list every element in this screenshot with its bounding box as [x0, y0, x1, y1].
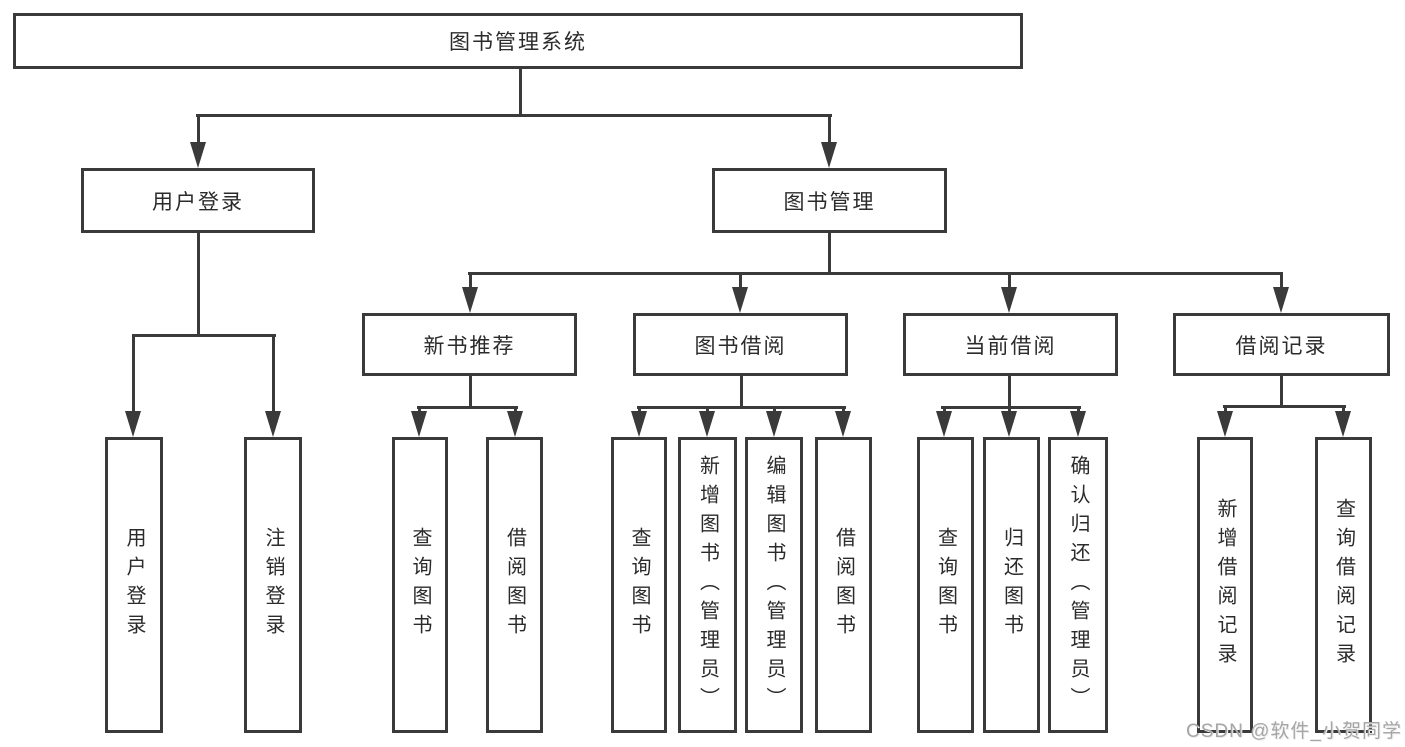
connector-line — [740, 376, 743, 409]
leaf-edit-books-admin-label: 编辑图书（管理员） — [763, 454, 785, 716]
leaf-query-borrow-record-label: 查询借阅记录 — [1332, 498, 1355, 672]
node-book-borrow: 图书借阅 — [633, 313, 848, 376]
connector-line — [1223, 405, 1346, 408]
leaf-logout: 注销登录 — [244, 437, 302, 733]
arrowhead-icon — [835, 411, 851, 437]
node-current-borrow-label: 当前借阅 — [964, 334, 1057, 358]
leaf-return-books-label: 归还图书 — [1000, 527, 1023, 643]
node-current-borrow: 当前借阅 — [903, 313, 1118, 376]
leaf-confirm-return-admin: 确认归还（管理员） — [1048, 437, 1108, 733]
connector-line — [272, 334, 275, 413]
node-user-login-label: 用户登录 — [152, 190, 244, 214]
leaf-borrow-books-label: 借阅图书 — [832, 527, 855, 643]
node-new-book-recommend: 新书推荐 — [362, 313, 577, 376]
leaf-query-books-borrow: 查询图书 — [611, 437, 667, 733]
connector-line — [417, 406, 518, 409]
connector-line — [468, 272, 1283, 275]
leaf-query-books-recommend: 查询图书 — [392, 437, 448, 733]
connector-line — [469, 272, 472, 289]
connector-line — [132, 334, 276, 337]
leaf-user-login-label: 用户登录 — [123, 527, 145, 643]
arrowhead-icon — [1070, 411, 1086, 437]
leaf-add-books-admin-label: 新增图书（管理员） — [696, 454, 719, 716]
connector-line — [196, 114, 832, 117]
node-book-management-label: 图书管理 — [783, 190, 876, 214]
arrowhead-icon — [411, 411, 427, 437]
leaf-query-books-current-label: 查询图书 — [934, 527, 957, 643]
connector-line — [132, 334, 135, 413]
node-root-label: 图书管理系统 — [449, 31, 587, 54]
arrowhead-icon — [507, 411, 523, 437]
node-root: 图书管理系统 — [13, 13, 1023, 69]
connector-line — [1224, 405, 1227, 415]
leaf-borrow-books: 借阅图书 — [815, 437, 872, 733]
leaf-edit-books-admin: 编辑图书（管理员） — [745, 437, 803, 733]
leaf-add-borrow-record: 新增借阅记录 — [1197, 437, 1253, 733]
node-borrow-records-label: 借阅记录 — [1235, 334, 1328, 358]
connector-line — [1342, 405, 1345, 415]
arrowhead-icon — [1001, 411, 1017, 437]
node-book-borrow-label: 图书借阅 — [694, 334, 787, 358]
connector-line — [197, 233, 200, 337]
arrowhead-icon — [1001, 287, 1017, 313]
arrowhead-icon — [699, 411, 715, 437]
arrowhead-icon — [1335, 411, 1351, 437]
leaf-query-books-borrow-label: 查询图书 — [628, 527, 650, 643]
arrowhead-icon — [462, 287, 478, 313]
leaf-query-books-recommend-label: 查询图书 — [409, 527, 431, 643]
connector-line — [1280, 272, 1283, 289]
connector-line — [941, 406, 1081, 409]
arrowhead-icon — [936, 411, 952, 437]
leaf-borrow-books-recommend: 借阅图书 — [486, 437, 543, 733]
connector-line — [637, 406, 846, 409]
leaf-return-books: 归还图书 — [983, 437, 1040, 733]
connector-line — [519, 69, 522, 117]
node-new-book-recommend-label: 新书推荐 — [423, 334, 516, 358]
leaf-user-login: 用户登录 — [105, 437, 163, 733]
arrowhead-icon — [265, 411, 281, 437]
leaf-logout-label: 注销登录 — [262, 527, 284, 643]
leaf-query-books-current: 查询图书 — [917, 437, 974, 733]
connector-line — [1008, 272, 1011, 289]
leaf-borrow-books-recommend-label: 借阅图书 — [503, 527, 526, 643]
node-book-management: 图书管理 — [712, 168, 947, 233]
arrowhead-icon — [732, 287, 748, 313]
leaf-add-books-admin: 新增图书（管理员） — [678, 437, 737, 733]
arrowhead-icon — [821, 142, 837, 168]
leaf-add-borrow-record-label: 新增借阅记录 — [1214, 498, 1236, 672]
connector-line — [1280, 376, 1283, 408]
node-user-login: 用户登录 — [81, 168, 315, 233]
arrowhead-icon — [1217, 411, 1233, 437]
node-borrow-records: 借阅记录 — [1173, 313, 1390, 376]
arrowhead-icon — [125, 411, 141, 437]
connector-line — [1008, 376, 1011, 409]
arrowhead-icon — [766, 411, 782, 437]
watermark-text: CSDN @软件_小贺同学 — [1186, 721, 1402, 742]
connector-line — [469, 376, 472, 409]
connector-line — [828, 114, 831, 145]
leaf-query-borrow-record: 查询借阅记录 — [1315, 437, 1372, 733]
arrowhead-icon — [190, 142, 206, 168]
connector-line — [739, 272, 742, 289]
arrowhead-icon — [631, 411, 647, 437]
arrowhead-icon — [1273, 287, 1289, 313]
leaf-confirm-return-admin-label: 确认归还（管理员） — [1067, 454, 1089, 716]
connector-line — [828, 233, 831, 275]
connector-line — [197, 114, 200, 145]
